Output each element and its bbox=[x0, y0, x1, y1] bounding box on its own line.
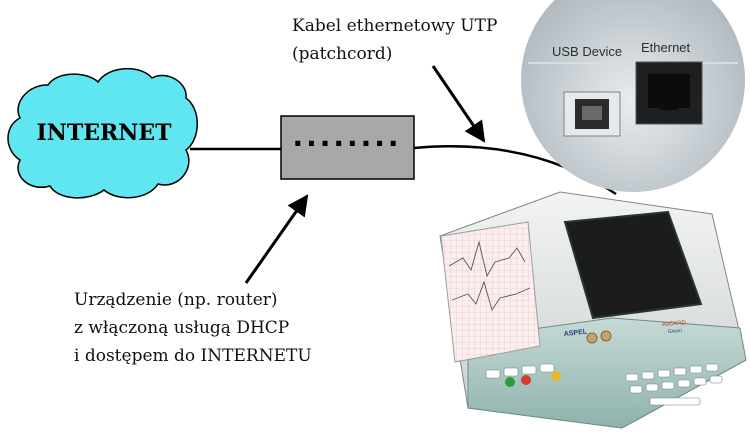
ports-photo bbox=[521, 0, 745, 192]
cable-label-line2: (patchcord) bbox=[292, 44, 393, 64]
cable-label-line1: Kabel ethernetowy UTP bbox=[292, 16, 498, 36]
cable-label: Kabel ethernetowy UTP (patchcord) bbox=[292, 12, 497, 68]
router-dots: ........ bbox=[292, 120, 401, 153]
ethernet-port-icon bbox=[635, 61, 703, 125]
router-description-line3: i dostępem do INTERNETU bbox=[74, 346, 312, 366]
cable-pointer-arrow bbox=[431, 65, 486, 143]
ecg-brand-label: ASPEL bbox=[563, 329, 588, 338]
ecg-model-label: AsCARD bbox=[662, 320, 687, 328]
ecg-paper-roll bbox=[440, 221, 541, 363]
ecg-device bbox=[439, 191, 747, 429]
ecg-screen bbox=[563, 210, 703, 320]
usb-port-icon bbox=[563, 91, 621, 137]
ethernet-port-label: Ethernet bbox=[641, 40, 691, 55]
ecg-model-sub-label: Green bbox=[668, 328, 682, 335]
usb-device-label: USB Device bbox=[552, 44, 622, 59]
router-box bbox=[280, 115, 415, 180]
router-description-line1: Urządzenie (np. router) bbox=[74, 290, 278, 310]
internet-cloud bbox=[7, 67, 198, 199]
router-pointer-arrow bbox=[244, 194, 309, 284]
router-description-line2: z włączoną usługą DHCP bbox=[74, 318, 290, 338]
router-description: Urządzenie (np. router) z włączoną usług… bbox=[74, 286, 312, 370]
internet-label: INTERNET bbox=[36, 120, 172, 146]
photo-panel-edge bbox=[528, 62, 738, 64]
